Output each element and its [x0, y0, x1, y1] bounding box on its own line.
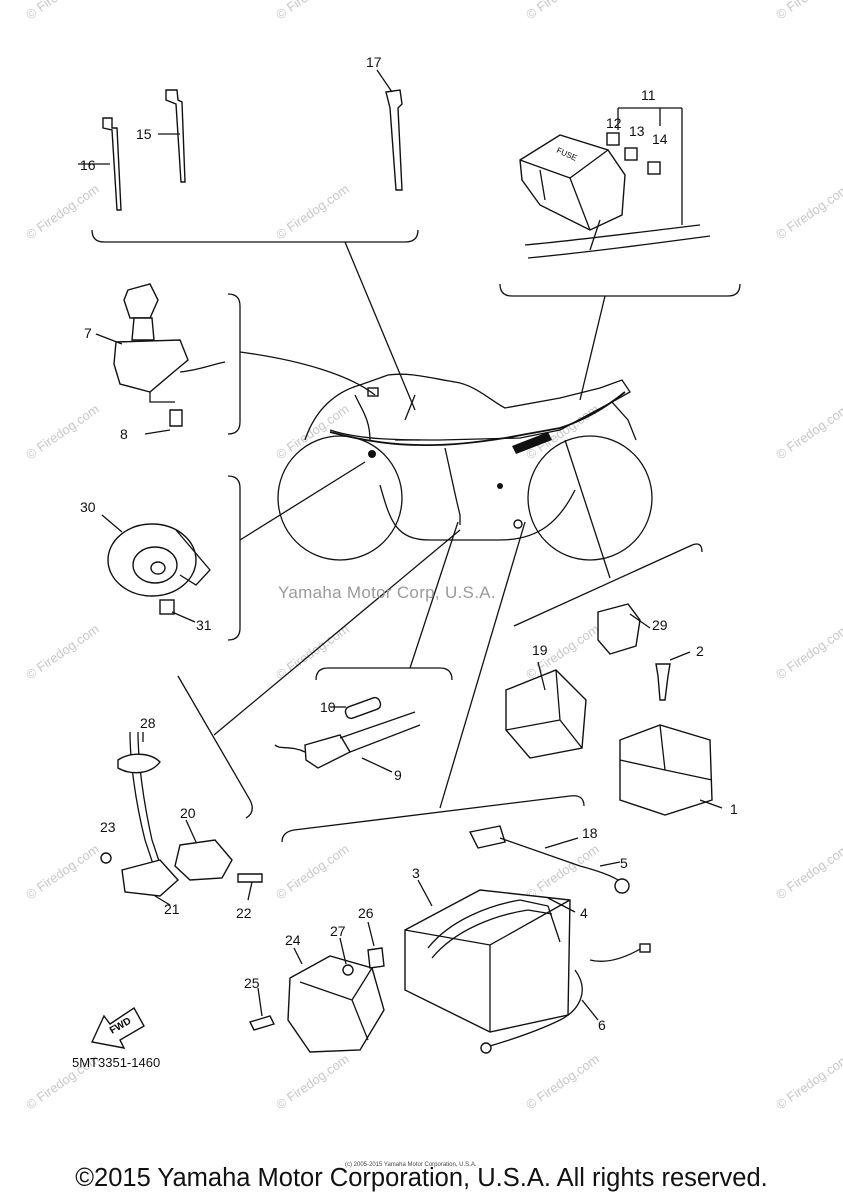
callout-28: 28: [140, 715, 156, 731]
callout-23: 23: [100, 819, 116, 835]
callout-10: 10: [320, 699, 336, 715]
watermark-center: Yamaha Motor Corp, U.S.A.: [278, 583, 496, 602]
callout-19: 19: [532, 642, 548, 658]
callout-22: 22: [236, 905, 252, 921]
watermark-tile: © Firedog.com: [273, 1051, 352, 1112]
relay-29: [597, 603, 641, 655]
callout-24: 24: [285, 932, 301, 948]
callout-labels: 1 2 3 4 5 6 7 8 9 10 11 12 13 14 15 16 1…: [80, 54, 738, 1033]
bolt-31: [159, 599, 175, 615]
callout-11: 11: [641, 87, 656, 103]
watermark-tile: © Firedog.com: [523, 1051, 602, 1112]
watermark-tile: © Firedog.com: [23, 841, 102, 902]
battery-group: [249, 521, 651, 1054]
clamp-28: [117, 753, 161, 774]
diagram-code: 5MT3351-1460: [72, 1055, 161, 1070]
sidestand-switch-group: [100, 529, 461, 906]
callout-21: 21: [164, 901, 180, 917]
callout-7: 7: [84, 325, 92, 341]
callout-30: 30: [80, 499, 96, 515]
callout-12: 12: [606, 115, 622, 131]
screw-8: [169, 409, 183, 427]
motorcycle-outline: [277, 373, 653, 561]
terminal-5: [614, 878, 630, 894]
bracket-21: [121, 859, 179, 897]
cable-tie-16: [102, 117, 122, 211]
wiring-harness: [329, 387, 626, 529]
positive-lead: [468, 825, 506, 849]
copyright-footer: ©2015 Yamaha Motor Corporation, U.S.A. A…: [75, 1164, 768, 1192]
horn-group: [101, 461, 366, 641]
relay-19: [505, 669, 587, 759]
sleeve-10: [344, 696, 382, 720]
fuse-box-group: FUSE: [499, 107, 741, 401]
fwd-arrow-icon: FWD: [90, 1006, 145, 1049]
rectifier-24: [287, 955, 385, 1053]
callout-16: 16: [80, 157, 96, 173]
front-wheel: [277, 435, 403, 561]
screw-23: [100, 852, 112, 864]
watermark-tile: © Firedog.com: [523, 0, 602, 22]
nut-26: [367, 947, 385, 969]
callout-6: 6: [598, 1017, 606, 1033]
fuse-14: [647, 161, 661, 175]
small-copyright: (c) 2005-2015 Yamaha Motor Corporation, …: [345, 1162, 477, 1168]
watermark-tile: © Firedog.com: [773, 0, 843, 22]
callout-26: 26: [358, 905, 374, 921]
callout-3: 3: [412, 865, 420, 881]
watermark-tile: © Firedog.com: [773, 841, 843, 902]
callout-14: 14: [652, 131, 668, 147]
switch-9: [304, 734, 351, 769]
key-barrel: [123, 283, 159, 319]
watermark-tile: © Firedog.com: [773, 401, 843, 462]
watermark-tile: © Firedog.com: [273, 841, 352, 902]
cable-tie-15: [165, 89, 186, 183]
watermark-tile: © Firedog.com: [273, 181, 352, 242]
watermark-tile: © Firedog.com: [23, 621, 102, 682]
callout-8: 8: [120, 426, 128, 442]
rear-wheel: [527, 435, 653, 561]
watermark-tile: © Firedog.com: [273, 0, 352, 22]
callout-27: 27: [330, 923, 346, 939]
cable-ties-group: [78, 69, 419, 411]
battery: [404, 889, 571, 1033]
sidestand-switch: [174, 839, 233, 881]
fuse-12: [606, 132, 620, 146]
callout-25: 25: [244, 975, 260, 991]
cable-tie-17: [385, 89, 403, 191]
relay-group: [505, 439, 723, 816]
fuse-box: [519, 134, 626, 231]
bolt-25: [249, 1015, 275, 1031]
callout-18: 18: [582, 825, 598, 841]
main-switch-group: [95, 283, 376, 435]
callout-4: 4: [580, 905, 588, 921]
bolt-22: [237, 873, 263, 883]
callout-29: 29: [652, 617, 668, 633]
callout-9: 9: [394, 767, 402, 783]
watermark-tile: © Firedog.com: [773, 1051, 843, 1112]
callout-5: 5: [620, 855, 628, 871]
main-switch: [113, 339, 189, 393]
callout-13: 13: [629, 123, 645, 139]
callout-17: 17: [366, 54, 382, 70]
washer-27: [342, 964, 354, 976]
watermark-tile: © Firedog.com: [273, 401, 352, 462]
callout-1: 1: [730, 801, 738, 817]
watermark-tile: © Firedog.com: [773, 621, 843, 682]
callout-15: 15: [136, 126, 152, 142]
callout-2: 2: [696, 643, 704, 659]
sensor-group: [274, 521, 459, 773]
fuse-13: [624, 147, 638, 161]
bolt-2: [655, 663, 671, 701]
callout-20: 20: [180, 805, 196, 821]
watermark-tile: © Firedog.com: [773, 181, 843, 242]
watermark-tile: © Firedog.com: [23, 181, 102, 242]
watermark-tile: © Firedog.com: [23, 0, 102, 22]
watermark-tile: © Firedog.com: [23, 401, 102, 462]
callout-31: 31: [196, 617, 212, 633]
